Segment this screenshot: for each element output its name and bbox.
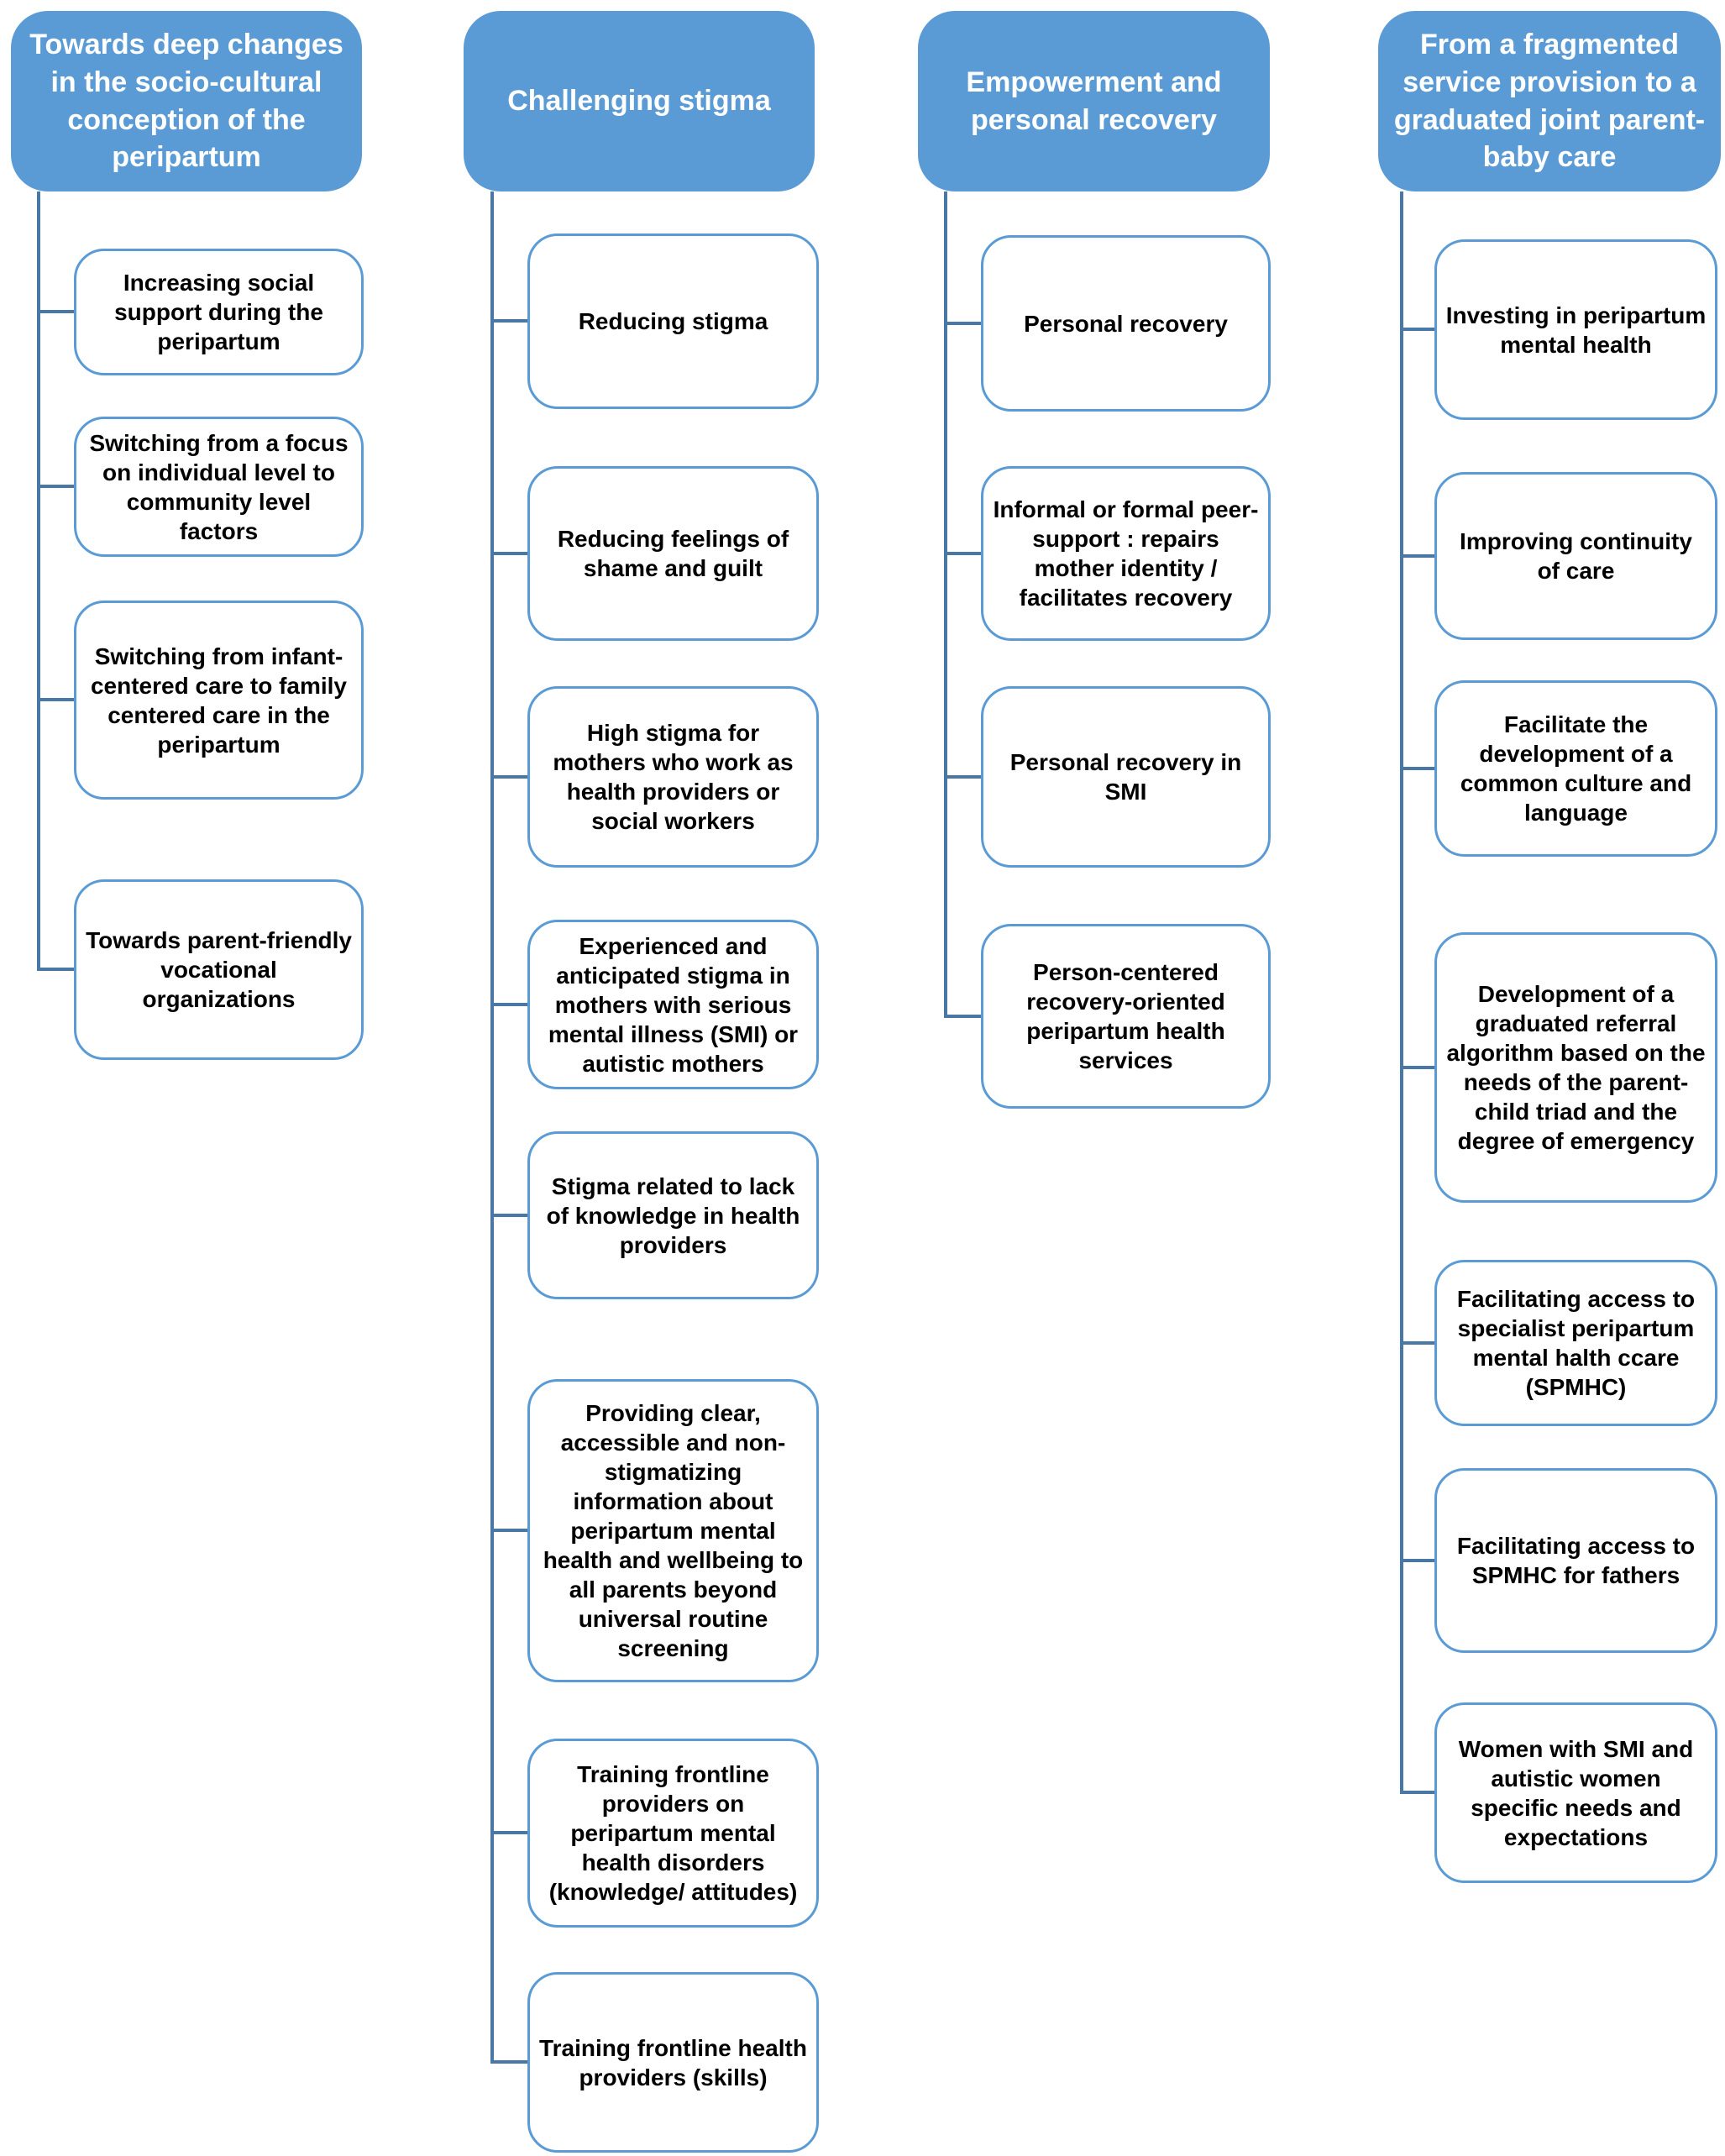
node-box: Increasing social support during the per…	[74, 249, 364, 375]
node-box: Personal recovery	[981, 235, 1271, 412]
node-box: Experienced and anticipated stigma in mo…	[527, 920, 819, 1089]
connector-stub	[944, 322, 981, 325]
connector-stub	[944, 552, 981, 555]
connector-stub	[490, 1214, 527, 1217]
connector-trunk	[37, 191, 40, 971]
connector-stub	[1400, 1341, 1434, 1345]
node-label: Experienced and anticipated stigma in mo…	[548, 932, 799, 1077]
connector-stub	[1400, 1066, 1434, 1069]
node-box: Providing clear, accessible and non-stig…	[527, 1379, 819, 1682]
node-label: Informal or formal peer-support : repair…	[993, 496, 1259, 611]
node-label: Person-centered recovery-oriented peripa…	[1026, 959, 1225, 1073]
node-label: Facilitate the development of a common c…	[1460, 711, 1692, 826]
connector-stub	[490, 775, 527, 779]
connector-stub	[490, 1831, 527, 1834]
node-label: Increasing social support during the per…	[114, 270, 323, 354]
node-label: Training frontline providers on peripart…	[548, 1761, 798, 1905]
connector-trunk	[944, 191, 947, 1018]
connector-stub	[37, 485, 74, 488]
node-label: Switching from infant-centered care to f…	[90, 643, 348, 758]
node-box: Switching from infant-centered care to f…	[74, 601, 364, 800]
column-header-4: From a fragmented service provision to a…	[1378, 11, 1721, 191]
node-box: Facilitating access to SPMHC for fathers	[1434, 1468, 1717, 1653]
column-title: Towards deep changes in the socio-cultur…	[29, 28, 343, 174]
node-box: Reducing stigma	[527, 233, 819, 409]
node-label: Personal recovery in SMI	[1009, 749, 1242, 805]
connector-trunk	[490, 191, 494, 2064]
connector-stub	[1400, 1791, 1434, 1794]
connector-stub	[1400, 767, 1434, 770]
node-label: Development of a graduated referral algo…	[1446, 981, 1706, 1154]
node-label: Reducing feelings of shame and guilt	[557, 526, 789, 581]
node-label: Reducing stigma	[578, 308, 768, 334]
node-label: Training frontline health providers (ski…	[539, 2034, 807, 2090]
connector-stub	[490, 2060, 527, 2064]
node-label: Women with SMI and autistic women specif…	[1458, 1735, 1694, 1850]
connector-stub	[37, 968, 74, 971]
column-title: From a fragmented service provision to a…	[1393, 28, 1706, 174]
connector-stub	[1400, 328, 1434, 331]
node-box: Training frontline providers on peripart…	[527, 1739, 819, 1928]
connector-stub	[490, 319, 527, 323]
connector-stub	[490, 1529, 527, 1532]
node-box: Reducing feelings of shame and guilt	[527, 466, 819, 641]
connector-stub	[1400, 554, 1434, 558]
node-box: Towards parent-friendly vocational organ…	[74, 879, 364, 1060]
node-box: Person-centered recovery-oriented peripa…	[981, 924, 1271, 1109]
column-header-3: Empowerment and personal recovery	[918, 11, 1270, 191]
connector-stub	[490, 1003, 527, 1006]
node-label: Switching from a focus on individual lev…	[89, 429, 349, 544]
node-box: Informal or formal peer-support : repair…	[981, 466, 1271, 641]
node-box: Women with SMI and autistic women specif…	[1434, 1702, 1717, 1883]
node-label: Personal recovery	[1024, 310, 1228, 337]
connector-stub	[490, 552, 527, 555]
connector-stub	[37, 310, 74, 313]
node-box: Facilitate the development of a common c…	[1434, 680, 1717, 857]
node-label: Towards parent-friendly vocational organ…	[86, 927, 352, 1012]
node-box: High stigma for mothers who work as heal…	[527, 686, 819, 868]
node-label: Facilitating access to specialist peripa…	[1456, 1286, 1696, 1400]
connector-stub	[944, 1015, 981, 1018]
node-label: Investing in peripartum mental health	[1445, 302, 1707, 358]
column-header-1: Towards deep changes in the socio-cultur…	[11, 11, 362, 191]
column-title: Empowerment and personal recovery	[966, 66, 1222, 136]
node-label: Facilitating access to SPMHC for fathers	[1456, 1533, 1696, 1588]
column-header-2: Challenging stigma	[464, 11, 815, 191]
node-label: High stigma for mothers who work as heal…	[553, 720, 794, 834]
connector-trunk	[1400, 191, 1403, 1794]
connector-stub	[37, 698, 74, 701]
node-box: Personal recovery in SMI	[981, 686, 1271, 868]
node-box: Improving continuity of care	[1434, 472, 1717, 640]
column-title: Challenging stigma	[507, 85, 771, 118]
node-box: Investing in peripartum mental health	[1434, 239, 1717, 420]
node-box: Development of a graduated referral algo…	[1434, 932, 1717, 1203]
node-label: Stigma related to lack of knowledge in h…	[546, 1172, 800, 1258]
node-box: Stigma related to lack of knowledge in h…	[527, 1131, 819, 1299]
node-box: Training frontline health providers (ski…	[527, 1972, 819, 2153]
connector-stub	[944, 775, 981, 779]
node-box: Switching from a focus on individual lev…	[74, 417, 364, 557]
node-box: Facilitating access to specialist peripa…	[1434, 1260, 1717, 1426]
connector-stub	[1400, 1559, 1434, 1562]
node-label: Providing clear, accessible and non-stig…	[543, 1400, 804, 1661]
node-label: Improving continuity of care	[1460, 528, 1692, 584]
